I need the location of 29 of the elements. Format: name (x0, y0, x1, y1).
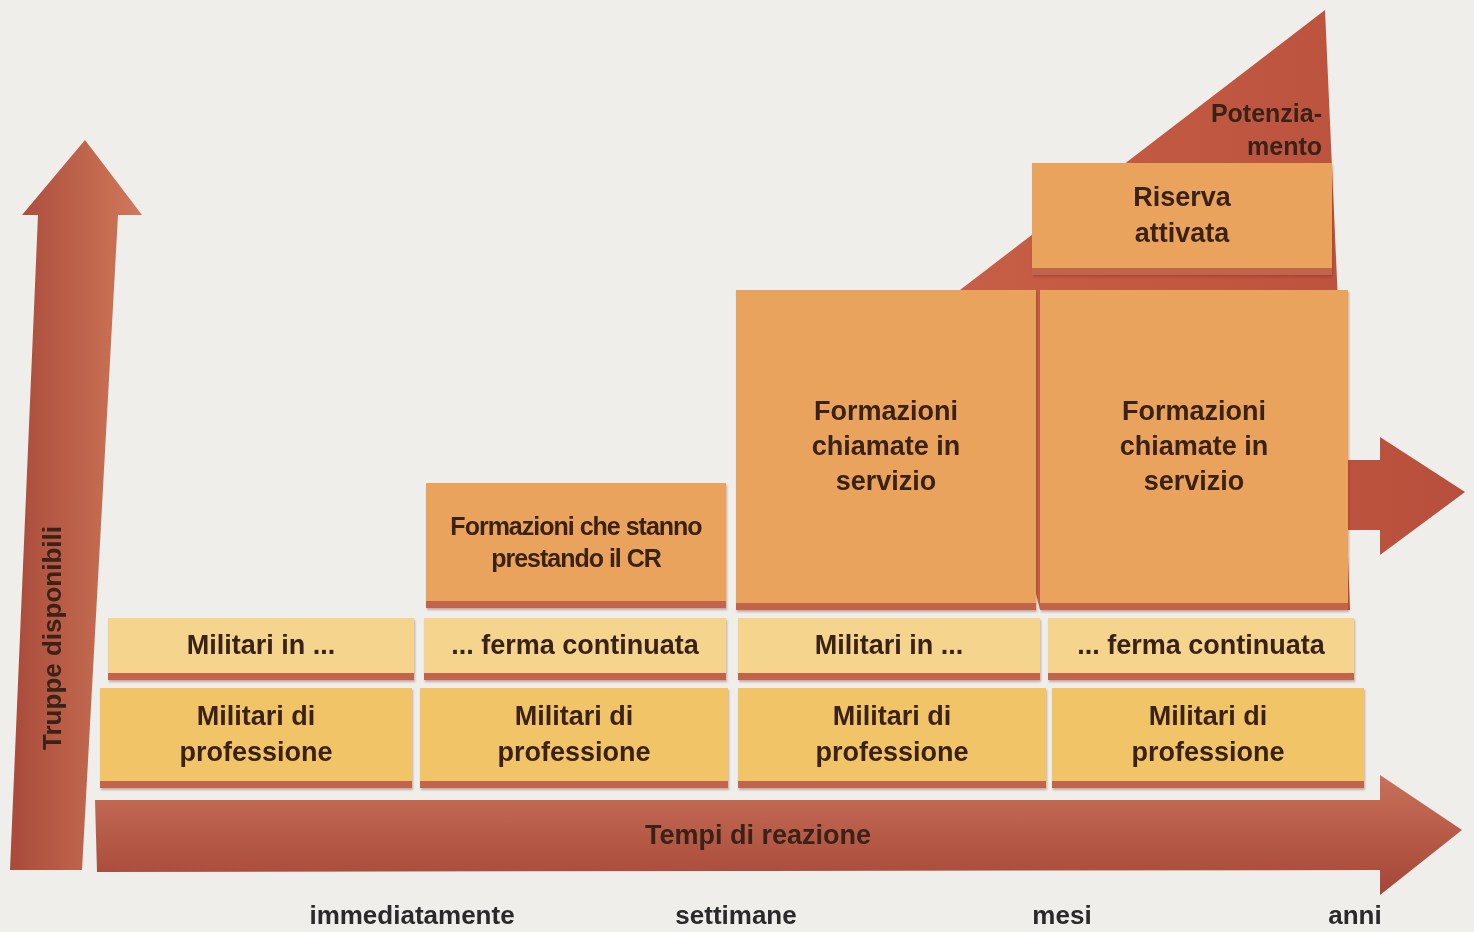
time-label: mesi (1032, 900, 1092, 931)
block-label: Riserva attivata (1132, 181, 1232, 250)
block-label: Militari di professione (178, 700, 334, 769)
block (426, 483, 726, 608)
block-label: Formazioni chiamate in servizio (1118, 394, 1270, 499)
triangle-label: Potenzia- mento (1209, 98, 1322, 162)
time-label: settimane (675, 900, 797, 931)
axis-label: Truppe disponibili (36, 526, 68, 750)
time-label: anni (1328, 900, 1382, 931)
block (736, 290, 1036, 610)
block (738, 688, 1046, 788)
block (1048, 618, 1354, 680)
time-label: immediatamente (309, 900, 515, 931)
block (100, 688, 412, 788)
block-label: ... ferma continuata (451, 628, 699, 662)
block (420, 688, 728, 788)
axis-label: Tempi di reazione (645, 819, 871, 851)
block-label: Formazioni chiamate in servizio (810, 394, 962, 499)
block-label: Militari di professione (814, 700, 970, 769)
block (424, 618, 726, 680)
block-label: Militari in ... (186, 628, 336, 662)
block-label: Militari di professione (1130, 700, 1286, 769)
block-label: ... ferma continuata (1077, 628, 1325, 662)
block-label: Militari in ... (814, 628, 964, 662)
block (738, 618, 1040, 680)
block (1052, 688, 1364, 788)
block-label: Formazioni che stanno prestando il CR (449, 510, 703, 574)
block-label: Militari di professione (496, 700, 652, 769)
block (108, 618, 414, 680)
